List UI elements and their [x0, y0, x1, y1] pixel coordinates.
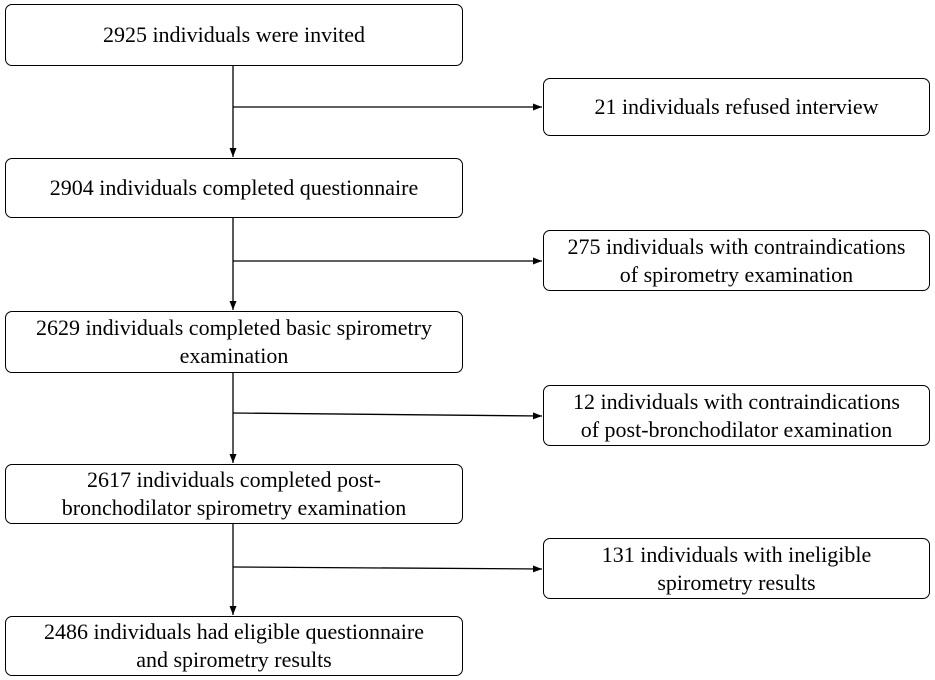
arrow-to-contra-post [232, 412, 543, 420]
step-basic-spirometry-line-2: examination [179, 343, 289, 368]
exclusion-contra-post-box: 12 individuals with contraindications of… [543, 385, 930, 446]
exclusion-ineligible-line-2: spirometry results [657, 569, 816, 595]
exclusion-contra-spirometry-box: 275 individuals with contraindications o… [543, 230, 930, 291]
exclusion-contra-spirometry-line-2: of spirometry examination [619, 261, 854, 287]
step-eligible-line-1: 2486 individuals had eligible questionna… [43, 619, 425, 644]
step-questionnaire-text: 2904 individuals completed questionnaire [49, 175, 419, 200]
exclusion-refused-box: 21 individuals refused interview [543, 78, 930, 136]
step-basic-spirometry-line-1: 2629 individuals completed basic spirome… [36, 315, 432, 340]
step-post-bronchodilator-line-1: 2617 individuals completed post- [87, 467, 381, 492]
step-post-bronchodilator-line-2: bronchodilator spirometry examination [61, 495, 407, 520]
step-invited-box: 2925 individuals were invited [5, 4, 463, 66]
arrow-to-ineligible [232, 565, 543, 573]
step-basic-spirometry-box: 2629 individuals completed basic spirome… [5, 311, 463, 373]
step-eligible-line-2: and spirometry results [136, 647, 332, 672]
exclusion-contra-post-line-2: of post-bronchodilator examination [580, 416, 893, 442]
step-eligible-box: 2486 individuals had eligible questionna… [5, 616, 463, 676]
exclusion-contra-spirometry-line-1: 275 individuals with contraindications [567, 233, 906, 259]
step-invited-text: 2925 individuals were invited [102, 22, 366, 47]
step-post-bronchodilator-box: 2617 individuals completed post- broncho… [5, 464, 463, 524]
step-questionnaire-box: 2904 individuals completed questionnaire [5, 158, 463, 218]
exclusion-ineligible-box: 131 individuals with ineligible spiromet… [543, 538, 930, 599]
exclusion-refused-text: 21 individuals refused interview [594, 94, 879, 119]
exclusion-contra-post-line-1: 12 individuals with contraindications [573, 388, 900, 414]
exclusion-ineligible-line-1: 131 individuals with ineligible [601, 541, 872, 567]
